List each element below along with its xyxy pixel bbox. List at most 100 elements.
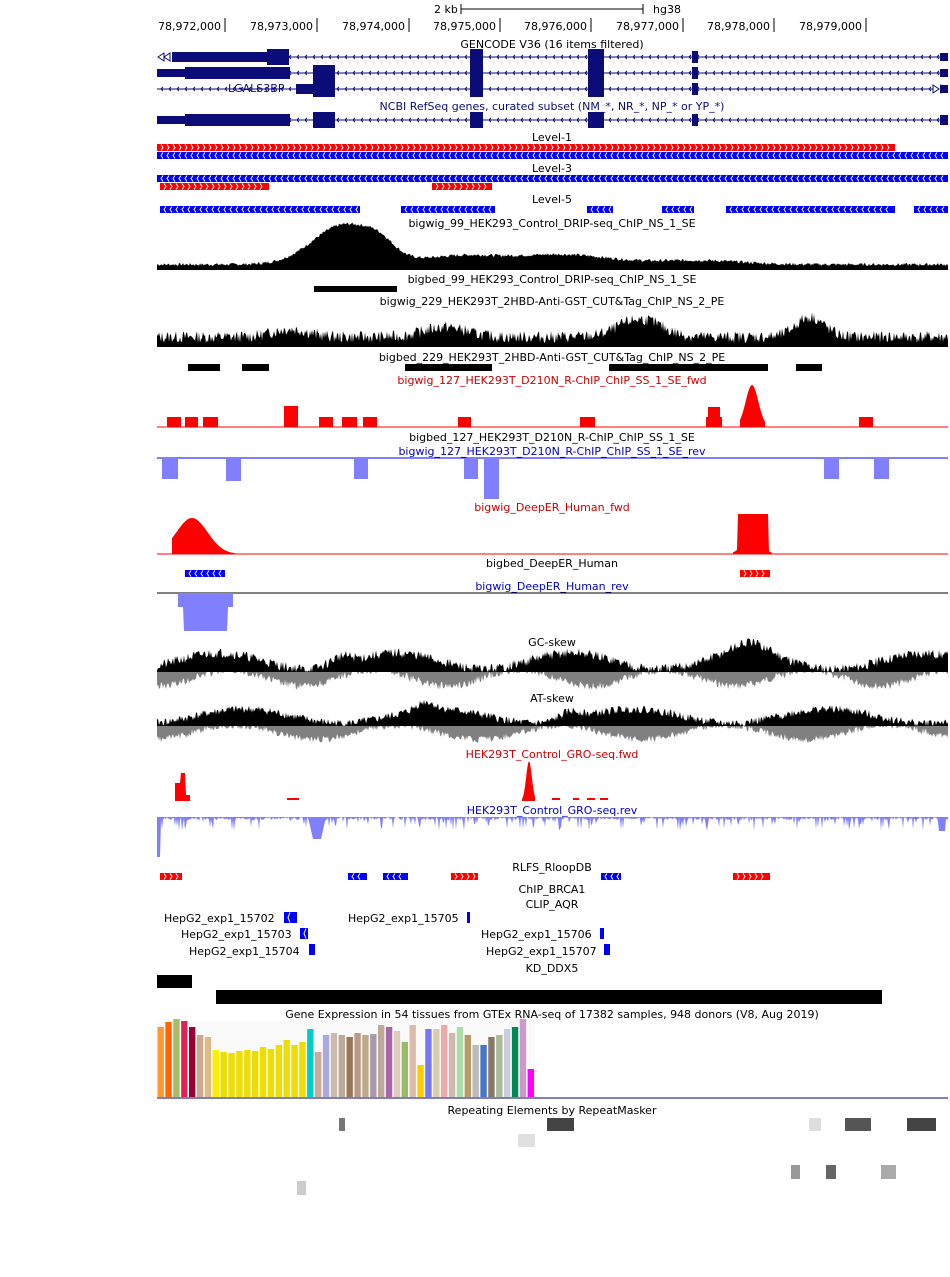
track-label-rlfs[interactable]: RLFS_RloopDB [512,861,592,874]
track-label-bigwig127rev[interactable]: bigwig_127_HEK293T_D210N_R-ChIP_ChIP_SS_… [398,445,706,458]
strand-arrows [917,206,945,213]
r-chip-fwd-peak [342,417,357,427]
clip-item-label[interactable]: HepG2_exp1_15704 [189,945,300,958]
exon [470,112,483,128]
feature-bar [604,944,610,955]
gtex-tissue-bar [212,1050,220,1097]
repeat-element [826,1165,836,1179]
ruler-tick-label: 78,977,000 [616,20,679,33]
repeat-element [881,1165,896,1179]
track-label-gtex[interactable]: Gene Expression in 54 tissues from GTEx … [285,1008,819,1021]
gtex-tissue-bar [417,1065,424,1097]
track-label-aqr[interactable]: CLIP_AQR [526,898,579,911]
track-label-deeper-bed[interactable]: bigbed_DeepER_Human [486,557,618,570]
ruler-tick-label: 78,978,000 [707,20,770,33]
track-label-gencode[interactable]: GENCODE V36 (16 items filtered) [460,38,643,51]
exon [940,85,948,93]
clip-item-label[interactable]: HepG2_exp1_15706 [481,928,592,941]
utr [157,116,185,124]
strand-arrows [386,873,402,880]
track-label-deeper-fwd[interactable]: bigwig_DeepER_Human_fwd [474,501,629,514]
r-chip-rev-peak [226,459,241,481]
gtex-tissue-bar [244,1050,251,1097]
track-label-refseq[interactable]: NCBI RefSeq genes, curated subset (NM_*,… [380,100,725,113]
strand-arrows [590,206,612,213]
gtex-tissue-bar [496,1035,503,1097]
clip-item-label[interactable]: HepG2_exp1_15703 [181,928,292,941]
track-label-bigbed229[interactable]: bigbed_229_HEK293T_2HBD-Anti-GST_CUT&Tag… [379,351,725,364]
rlfs-reverse-feature [601,873,621,880]
rlfs-forward-feature [733,873,770,880]
level5-reverse-feature [914,206,948,213]
gtex-tissue-bar [283,1040,290,1097]
gtex-tissue-bar [330,1033,338,1097]
r-chip-rev-peak [824,459,839,479]
track-label-gcskew[interactable]: GC-skew [528,636,576,649]
strand-arrows [729,206,889,213]
track-label-level1[interactable]: Level-1 [532,131,572,144]
gtex-tissue-bar [220,1052,227,1097]
deeper-fwd-peak [733,514,772,554]
rlfs-reverse-feature [348,873,367,880]
gtex-tissue-bar [472,1045,479,1097]
strand-arrows [665,206,693,213]
track-label-gro-rev[interactable]: HEK293T_Control_GRO-seq.rev [467,804,638,817]
utr [157,69,185,77]
feature-bar [401,206,495,213]
track-label-bigwig99[interactable]: bigwig_99_HEK293_Control_DRIP-seq_ChIP_N… [408,217,695,230]
rlfs-reverse-feature [383,873,408,880]
track-label-level3[interactable]: Level-3 [532,162,572,175]
feature-bar [284,912,297,923]
ruler-tick-label: 78,976,000 [524,20,587,33]
repeat-element [518,1134,535,1147]
track-label-gro-fwd[interactable]: HEK293T_Control_GRO-seq.fwd [466,748,639,761]
track-label-kd[interactable]: KD_DDX5 [526,962,579,975]
gtex-tissue-bar [480,1045,487,1097]
clip-item-label[interactable]: HepG2_exp1_15702 [164,912,275,925]
cut-tag-peak [242,364,269,371]
gtex-tissue-bar [488,1037,495,1097]
gtex-tissue-bar [511,1027,519,1097]
strand-arrows [160,144,890,151]
track-label-atskew[interactable]: AT-skew [530,692,574,705]
clip-item-label[interactable]: HepG2_exp1_15705 [348,912,459,925]
exon [588,65,604,81]
gtex-tissue-bar [409,1025,416,1097]
track-label-brca1[interactable]: ChIP_BRCA1 [519,883,586,896]
level3-forward-feature [160,183,269,190]
r-chip-fwd-peak [203,417,218,427]
exon [940,69,948,77]
gtex-tissue-bar [157,1027,164,1097]
utr-start [157,53,173,61]
track-label-rmsk[interactable]: Repeating Elements by RepeatMasker [448,1104,657,1117]
track-label-bigwig229[interactable]: bigwig_229_HEK293T_2HBD-Anti-GST_CUT&Tag… [380,295,725,308]
gtex-tissue-bar [385,1027,393,1097]
track-label-deeper-rev[interactable]: bigwig_DeepER_Human_rev [475,580,629,593]
gtex-tissue-bar [456,1027,464,1097]
track-label-bigwig127fwd[interactable]: bigwig_127_HEK293T_D210N_R-ChIP_ChIP_SS_… [397,374,706,387]
exon [692,51,698,63]
r-chip-fwd-peak [185,417,198,427]
repeat-element [547,1118,574,1131]
ruler-tick-label: 78,973,000 [250,20,313,33]
gtex-tissue-bar [519,1019,527,1097]
strand-arrows [435,183,487,190]
gtex-tissue-bar [315,1052,322,1097]
r-chip-rev-peak [354,459,368,479]
exon [588,112,604,128]
track-label-level5[interactable]: Level-5 [532,193,572,206]
drip-seq-peak [314,286,397,292]
gtex-tissue-bar [338,1035,346,1097]
r-chip-fwd-peak [167,417,181,427]
track-label-bigbed99[interactable]: bigbed_99_HEK293_Control_DRIP-seq_ChIP_N… [408,273,697,286]
clip-feature [600,928,604,939]
feature-bar [157,175,948,182]
track-label-bigbed127[interactable]: bigbed_127_HEK293T_D210N_R-ChIP_ChIP_SS_… [409,431,695,444]
clip-item-label[interactable]: HepG2_exp1_15707 [486,945,597,958]
feature-bar [726,206,895,213]
gtex-tissue-bar [236,1051,243,1097]
gtex-tissue-bar [441,1025,448,1097]
gro-fwd-peak [175,773,190,801]
exon [588,81,604,97]
